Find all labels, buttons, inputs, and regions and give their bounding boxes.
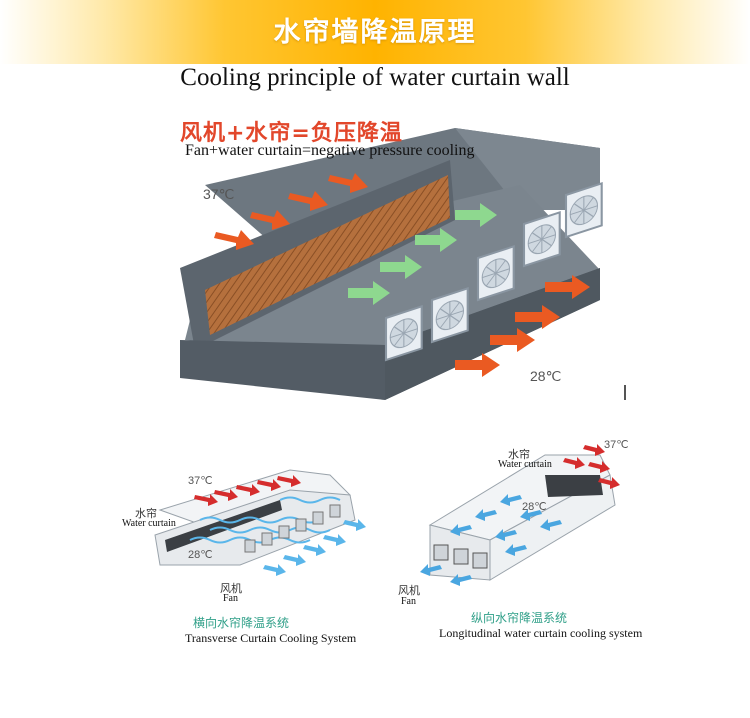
longitudinal-curtain-en: Water curtain — [498, 459, 552, 470]
longitudinal-air-arrows — [420, 494, 562, 586]
formula-cn: 风机+水帘=负压降温 — [180, 121, 403, 146]
hot-air-arrows — [214, 173, 590, 377]
transverse-caption-en: Transverse Curtain Cooling System — [185, 631, 357, 645]
banner-title: 水帘墙降温原理 — [273, 17, 477, 48]
hot-arrow — [545, 275, 590, 299]
transverse-out-arrows — [263, 519, 366, 576]
longitudinal-caption-en: Longitudinal water curtain cooling syste… — [439, 626, 643, 640]
transverse-fan-en: Fan — [223, 593, 238, 604]
hot-arrow — [515, 305, 560, 329]
cool-arrow — [455, 203, 497, 227]
hot-arrow — [288, 191, 328, 211]
longitudinal-caption-cn: 纵向水帘降温系统 — [471, 611, 568, 625]
hot-arrow — [214, 230, 254, 250]
house-floor — [185, 185, 600, 360]
transverse-curtain-en: Water curtain — [122, 518, 176, 529]
title-banner — [0, 0, 750, 64]
house-front-wall — [180, 268, 600, 400]
longitudinal-house-side — [489, 474, 616, 581]
hot-arrow — [328, 173, 368, 193]
hot-arrow — [250, 210, 290, 230]
temp-in-label: 37℃ — [203, 186, 235, 202]
transverse-fans — [244, 504, 341, 553]
longitudinal-hot-arrows — [563, 444, 620, 489]
house-gable — [455, 128, 600, 210]
longitudinal-curtain — [545, 475, 603, 497]
transverse-hot-arrows — [194, 475, 301, 506]
page-subtitle: Cooling principle of water curtain wall — [180, 64, 570, 91]
hot-arrow — [490, 328, 535, 352]
hot-arrow — [455, 353, 500, 377]
cool-arrow — [415, 228, 457, 252]
cool-arrow — [348, 281, 390, 305]
transverse-diagram — [154, 469, 366, 576]
water-curtain-pad — [205, 175, 450, 335]
longitudinal-fans — [433, 544, 488, 569]
longitudinal-fan-en: Fan — [401, 596, 416, 607]
transverse-temp-in: 37℃ — [188, 475, 213, 487]
longitudinal-curtain-cn: 水帘 — [508, 449, 530, 461]
temp-out-label: 28℃ — [530, 368, 562, 384]
longitudinal-fan-cn: 风机 — [398, 585, 420, 597]
formula-en: Fan+water curtain=negative pressure cool… — [185, 142, 475, 159]
transverse-caption-cn: 横向水帘降温系统 — [193, 616, 290, 630]
cool-arrow — [380, 255, 422, 279]
longitudinal-temp-out: 28℃ — [522, 501, 547, 513]
longitudinal-temp-in: 37℃ — [604, 439, 629, 451]
transverse-temp-out: 28℃ — [188, 549, 213, 561]
transverse-fan-cn: 风机 — [220, 583, 242, 595]
transverse-curtain-cn: 水帘 — [135, 508, 157, 520]
longitudinal-diagram — [420, 444, 620, 586]
house-end-wall — [385, 268, 600, 400]
cool-air-arrows — [348, 203, 497, 305]
